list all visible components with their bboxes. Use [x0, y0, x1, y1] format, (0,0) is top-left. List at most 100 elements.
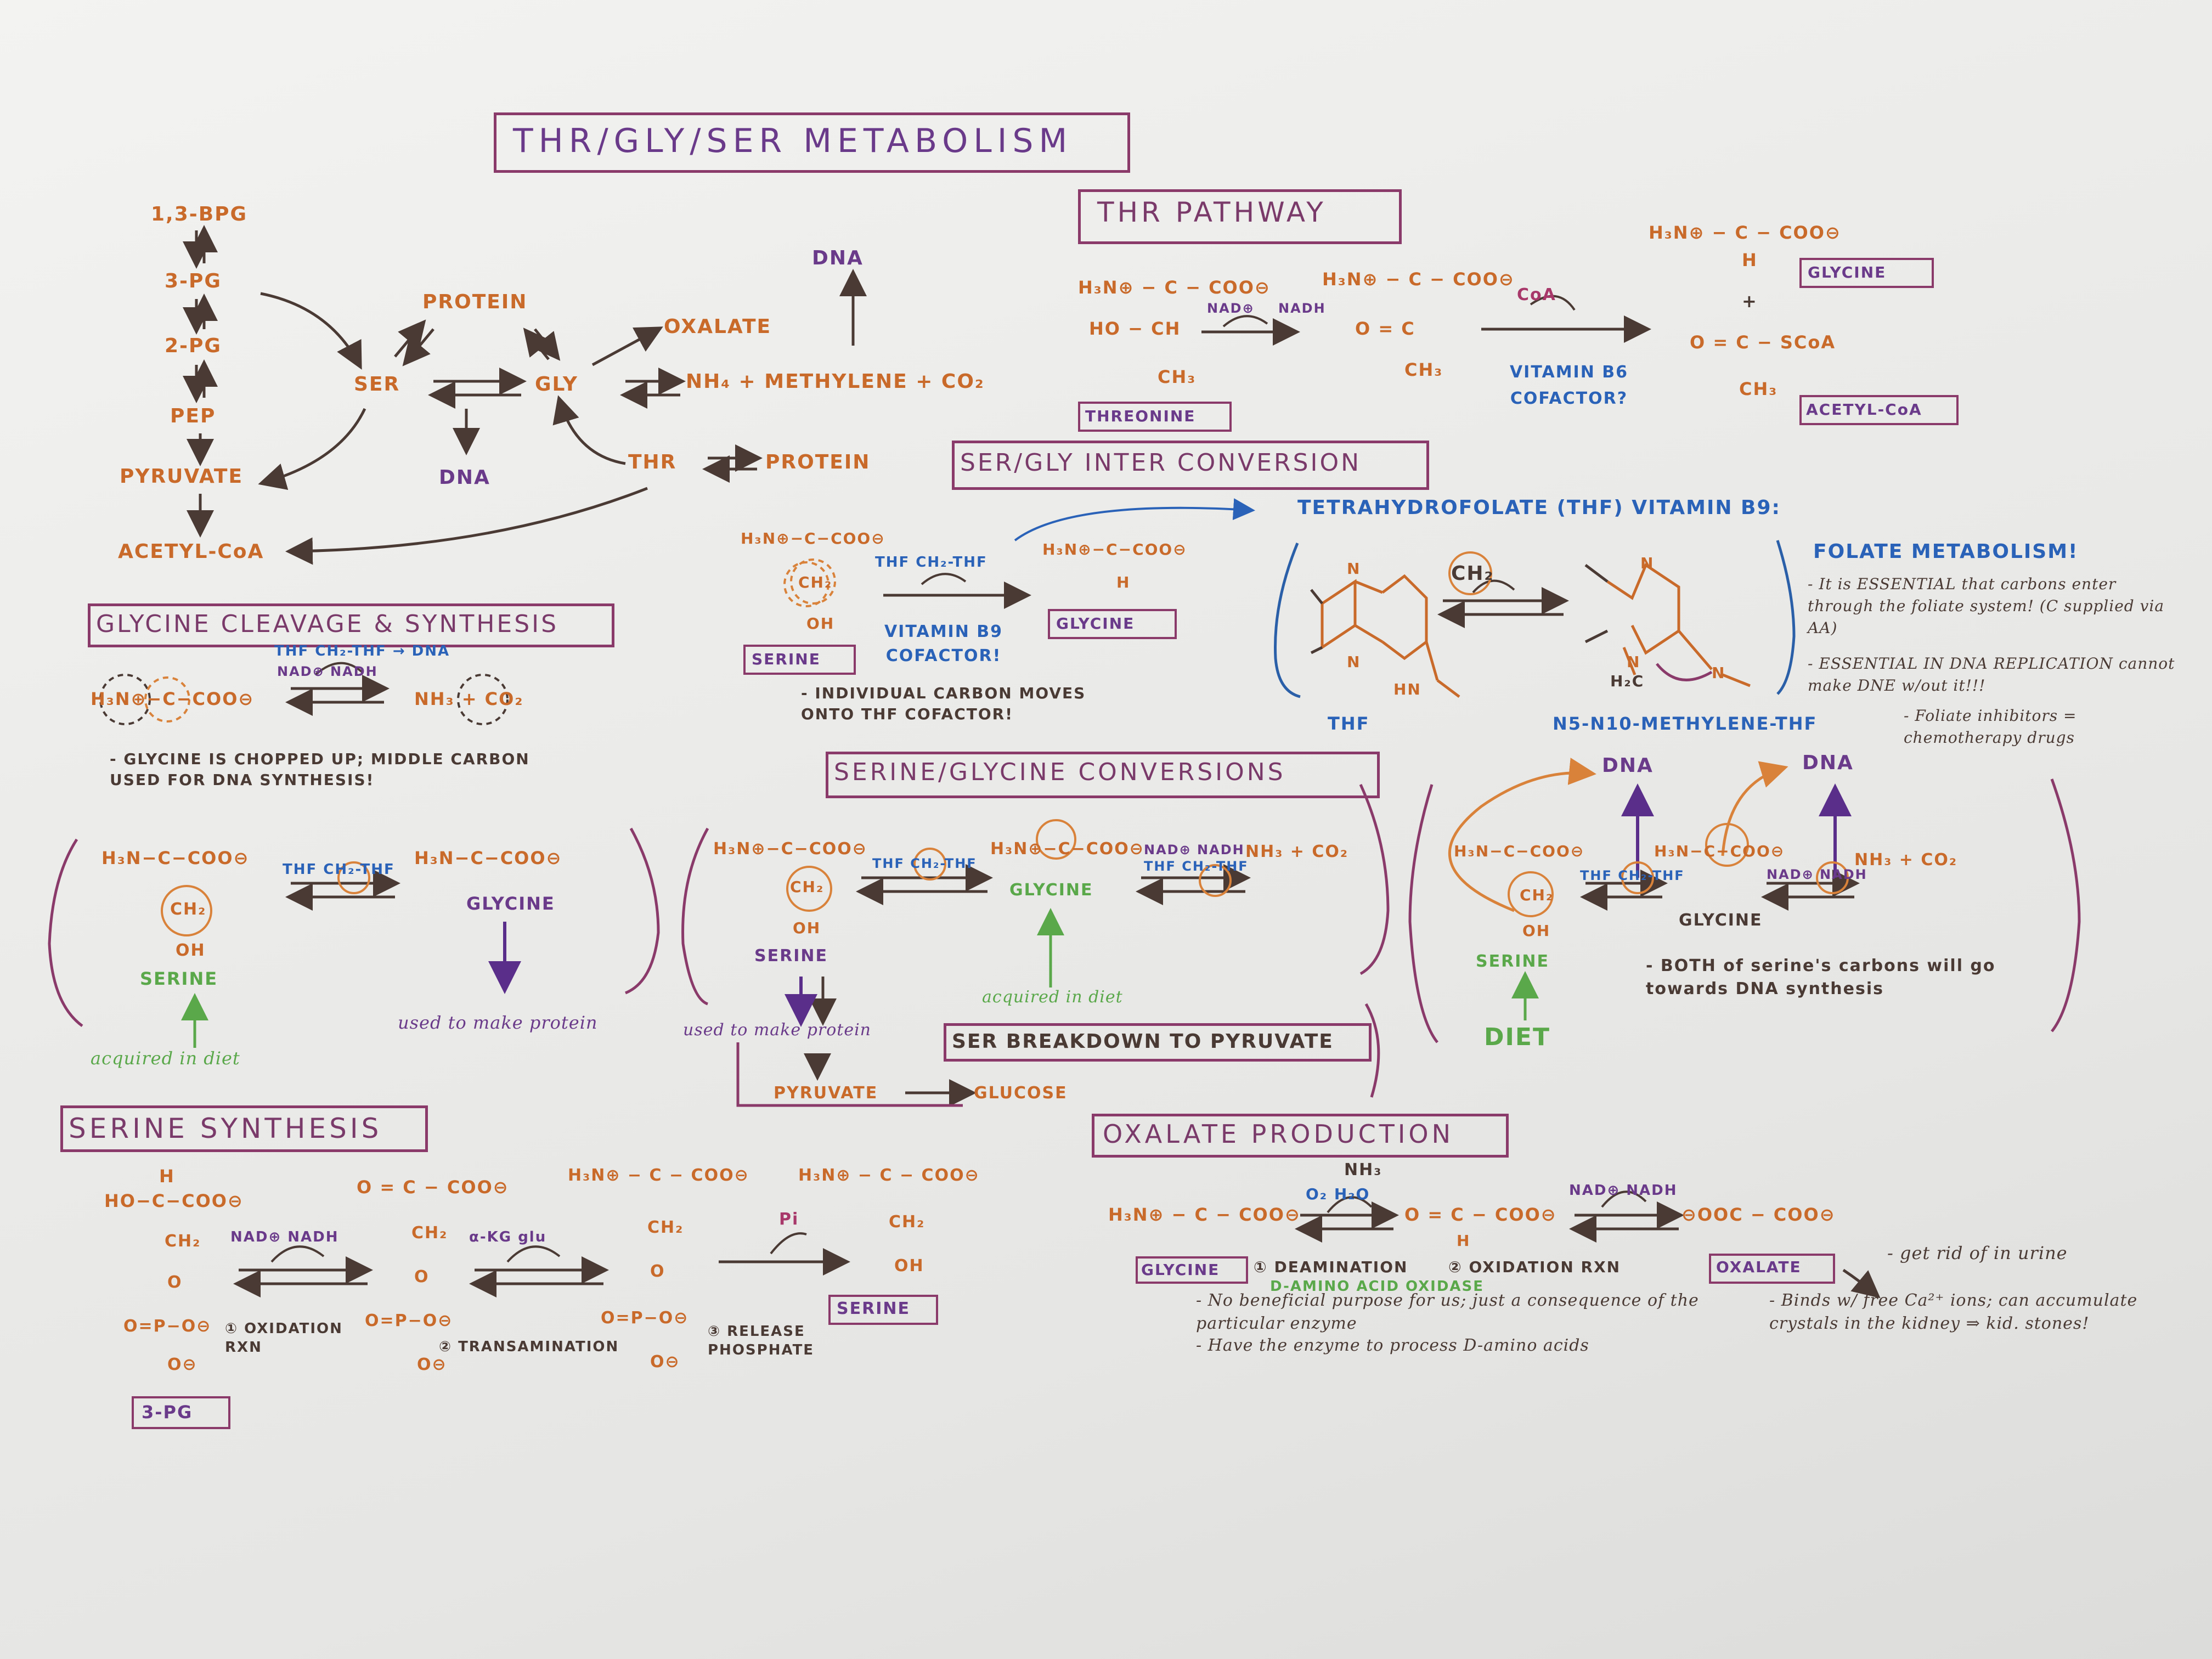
p2-thf-2: THF CH₂-THF — [1144, 859, 1249, 874]
p3-dna-1: DNA — [1602, 754, 1654, 777]
thr-pathway-title: THR PATHWAY — [1097, 196, 1327, 228]
cleavage-title: GLYCINE CLEAVAGE & SYNTHESIS — [96, 610, 559, 638]
syn-m1-d: O — [167, 1273, 183, 1292]
folate-h2c: H₂C — [1610, 672, 1645, 690]
p1-glycine-formula: H₃N−C−COO⊖ — [414, 848, 562, 868]
syn-akg: α-KG glu — [469, 1229, 547, 1245]
thr-acetylcoa-line1: O = C − SCoA — [1690, 332, 1836, 353]
syn-3pg-box — [132, 1396, 230, 1429]
thr-threonine-line3: CH₃ — [1158, 366, 1197, 387]
title-box — [494, 112, 1130, 173]
thr-plus: + — [1742, 291, 1758, 312]
p3-glycine-formula: H₃N−C−COO⊖ — [1654, 842, 1785, 860]
p1-serine-line2: CH₂ — [170, 900, 207, 919]
p3-serine-line1: H₃N−C−COO⊖ — [1454, 842, 1585, 860]
sergly-serine-line1: H₃N⊕−C−COO⊖ — [741, 529, 885, 548]
ox-nh3: NH₃ — [1344, 1160, 1383, 1180]
syn-m3-c: O — [650, 1262, 665, 1281]
syn-3pg-label: 3-PG — [142, 1402, 193, 1423]
p3-products: NH₃ + CO₂ — [1854, 850, 1958, 870]
ox-aldehyde: O = C − COO⊖ — [1404, 1204, 1557, 1225]
syn-m1-b: HO−C−COO⊖ — [104, 1190, 244, 1211]
ox-enzyme: D-AMINO ACID OXIDASE — [1270, 1278, 1485, 1295]
thr-keto-line1: H₃N⊕ − C − COO⊖ — [1322, 269, 1515, 290]
sergly-serine-line2: CH₂ — [798, 573, 833, 591]
p2-glycine-formula: H₃N⊕−C−COO⊖ — [990, 839, 1144, 859]
ox-nad: NAD⊕ NADH — [1569, 1182, 1678, 1199]
p2-serine-label: SERINE — [754, 946, 828, 966]
thf-ring-n-bottom: N — [1347, 653, 1361, 671]
p2-serine-line2: CH₂ — [790, 878, 825, 896]
overview-protein-2: PROTEIN — [765, 451, 871, 473]
overview-acetylcoa: ACETYL-CoA — [118, 540, 264, 563]
ox-note-3: - Binds w/ free Ca²⁺ ions; can accumulat… — [1769, 1291, 2138, 1333]
p2-nad: NAD⊕ NADH — [1144, 842, 1245, 857]
ox-aldehyde-h: H — [1457, 1232, 1471, 1250]
syn-serine-box — [828, 1295, 938, 1325]
syn-serine-label: SERINE — [837, 1299, 910, 1318]
cleavage-nad: NAD⊕ NADH — [277, 664, 378, 679]
overview-pep: PEP — [170, 405, 216, 427]
p3-glycine-label: GLYCINE — [1679, 911, 1763, 930]
p3-serine-label: SERINE — [1476, 952, 1549, 971]
p2-protein: used to make protein — [683, 1020, 871, 1040]
thr-acetylcoa-line2: CH₃ — [1739, 379, 1778, 399]
sergly-cofactor: VITAMIN B9 COFACTOR! — [884, 622, 1003, 665]
overview-3pg: 3-PG — [165, 270, 222, 292]
sergly-thf-rxn: THF CH₂-THF — [875, 554, 988, 571]
p3-diet: DIET — [1484, 1023, 1550, 1051]
folate-note-2: - ESSENTIAL IN DNA REPLICATION cannot ma… — [1808, 654, 2175, 695]
oxalate-title: OXALATE PRODUCTION — [1103, 1119, 1454, 1149]
p1-glycine-label: GLYCINE — [466, 893, 555, 914]
syn-m1-f: O⊖ — [167, 1355, 198, 1374]
oxalate-box — [1092, 1114, 1509, 1158]
ox-note-2: - Have the enzyme to process D-amino aci… — [1196, 1336, 1589, 1355]
p2-diet: acquired in diet — [982, 988, 1123, 1007]
thr-acetylcoa-label: ACETYL-CoA — [1806, 400, 1922, 419]
syn-m1-a: H — [159, 1166, 175, 1187]
overview-2pg: 2-PG — [165, 335, 222, 357]
overview-dna-left: DNA — [439, 466, 490, 489]
p1-thf: THF CH₂-THF — [283, 861, 395, 878]
p1-serine-line1: H₃N−C−COO⊖ — [101, 848, 250, 868]
ox-oxalate-box — [1709, 1254, 1835, 1284]
glycine-label-box — [1799, 258, 1934, 288]
methylene-ring-n-bottom: N — [1627, 653, 1641, 671]
thr-pathway-box — [1078, 189, 1402, 244]
p3-serine-line2: CH₂ — [1520, 886, 1554, 904]
syn-m2-b: CH₂ — [411, 1223, 448, 1243]
thr-threonine-line1: H₃N⊕ − C − COO⊖ — [1078, 277, 1271, 298]
folate-thf-label: THF — [1328, 713, 1370, 734]
thf-ring-n-top: N — [1347, 560, 1361, 578]
overview-dna-top: DNA — [812, 247, 864, 269]
folate-note-3: - Foliate inhibitors = chemotherapy drug… — [1904, 707, 2077, 747]
p2-serine-line3: OH — [793, 919, 821, 937]
p1-serine-label: SERINE — [140, 968, 218, 989]
syn-m3-a: H₃N⊕ − C − COO⊖ — [568, 1166, 749, 1185]
p3-dna-2: DNA — [1802, 752, 1854, 774]
ox-oxalate-formula: ⊖OOC − COO⊖ — [1681, 1204, 1836, 1225]
syn-m2-d: O=P−O⊖ — [365, 1311, 453, 1330]
cleavage-box — [88, 603, 614, 647]
page-title: THR/GLY/SER METABOLISM — [513, 122, 1073, 160]
overview-13bpg: 1,3-BPG — [151, 203, 248, 225]
p2-glycine-label: GLYCINE — [1009, 881, 1093, 900]
syn-step2: ② TRANSAMINATION — [439, 1339, 619, 1355]
p3-nad: NAD⊕ NADH — [1767, 867, 1867, 882]
overview-products: NH₄ + METHYLENE + CO₂ — [686, 370, 985, 393]
folate-title: FOLATE METABOLISM! — [1813, 540, 2079, 563]
syn-m2-c: O — [414, 1267, 430, 1286]
p1-serine-line3: OH — [176, 941, 206, 960]
folate-note-1: - It is ESSENTIAL that carbons enter thr… — [1808, 575, 2165, 637]
ox-oxalate-label: OXALATE — [1716, 1258, 1802, 1276]
sergly-serine-line3: OH — [806, 614, 835, 633]
syn-step1: ① OXIDATION RXN — [225, 1321, 343, 1356]
conversions-box — [826, 752, 1380, 798]
thr-glycine-label: GLYCINE — [1808, 263, 1887, 281]
thr-keto-line3: CH₃ — [1404, 359, 1443, 380]
thr-threonine-line2: HO − CH — [1089, 318, 1181, 339]
acetylcoa-label-box — [1799, 395, 1959, 425]
breakdown-pyruvate: PYRUVATE — [774, 1084, 878, 1103]
thr-glycine-line1: H₃N⊕ − C − COO⊖ — [1649, 222, 1841, 243]
